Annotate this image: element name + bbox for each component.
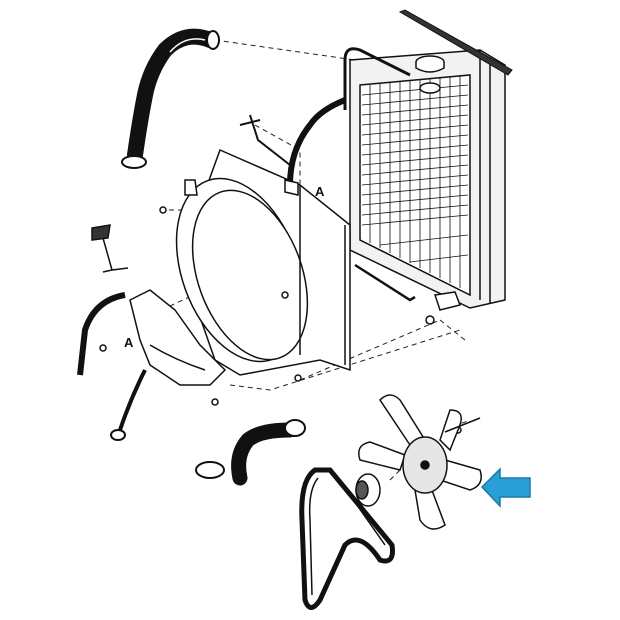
overflow-tube bbox=[343, 47, 411, 110]
lower-hose bbox=[195, 419, 306, 486]
highlight-arrow-icon bbox=[480, 467, 531, 508]
bolts bbox=[99, 179, 462, 434]
tank-hose bbox=[77, 292, 126, 376]
hose-clamp bbox=[195, 461, 225, 479]
hose-clamp bbox=[284, 419, 306, 437]
fan-bolt bbox=[444, 417, 481, 433]
belt-ribs bbox=[308, 477, 386, 596]
overflow-tank bbox=[129, 289, 227, 386]
callout-label-a: A bbox=[315, 184, 325, 199]
seal-strip bbox=[398, 9, 513, 76]
bracket-rod bbox=[354, 263, 416, 302]
drive-belt bbox=[299, 467, 395, 610]
vent-hose bbox=[287, 97, 347, 186]
fan-shroud bbox=[175, 148, 351, 376]
callout-label-a: A bbox=[124, 335, 134, 350]
drain-tube bbox=[118, 369, 147, 431]
cooling-fan bbox=[355, 394, 482, 530]
upper-hose bbox=[121, 28, 220, 169]
radiator-cap bbox=[415, 55, 445, 94]
hose-clamp bbox=[110, 429, 126, 441]
hose-clip bbox=[239, 114, 291, 166]
drain-t-handle bbox=[91, 224, 129, 273]
hose-clamp bbox=[121, 155, 147, 169]
radiator bbox=[349, 49, 506, 309]
